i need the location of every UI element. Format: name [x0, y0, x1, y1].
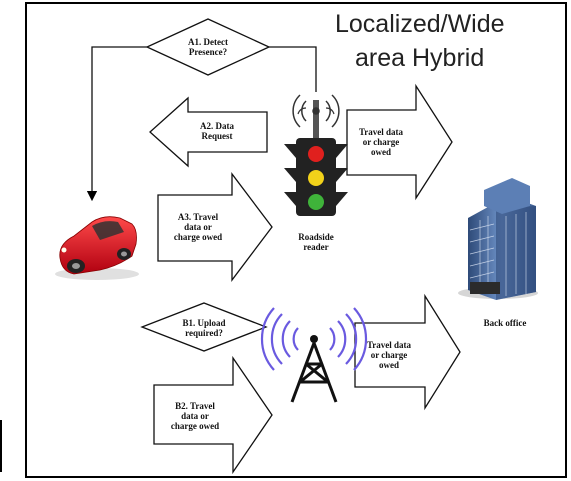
a1-label: A1. Detect Presence? [188, 37, 228, 57]
office-building-icon [458, 178, 538, 300]
b2-label: B2. Travel data or charge owed [170, 401, 220, 431]
car-icon [55, 216, 139, 280]
a3-right-arrow [157, 172, 273, 282]
diagram-title-line-1: Localized/Wide [335, 10, 505, 38]
signal-waves-icon [292, 94, 340, 128]
roadside-reader-label: Roadside reader [298, 232, 334, 252]
a2-label: A2. Data Request [200, 121, 234, 141]
b2-right-arrow [153, 355, 273, 475]
radio-tower-icon [260, 307, 368, 403]
travel-bottom-right-arrow [354, 293, 461, 411]
traffic-light-icon [284, 100, 348, 216]
diagram-title-line-2: area Hybrid [355, 44, 485, 72]
diagram-frame [25, 2, 567, 478]
left-edge-bar [0, 420, 6, 472]
back-office-label: Back office [483, 318, 527, 328]
a1-decision-diamond [145, 18, 271, 76]
a3-label: A3. Travel data or charge owed [173, 212, 223, 242]
a1-to-reader-connector [269, 46, 317, 92]
travel-bottom-label: Travel data or charge owed [366, 340, 412, 370]
b1-decision-diamond [140, 302, 268, 352]
travel-top-right-arrow [346, 83, 453, 201]
travel-top-label: Travel data or charge owed [358, 127, 404, 157]
a1-to-car-connector [86, 46, 147, 202]
a2-left-arrow [149, 96, 268, 168]
b1-label: B1. Upload required? [182, 318, 226, 338]
